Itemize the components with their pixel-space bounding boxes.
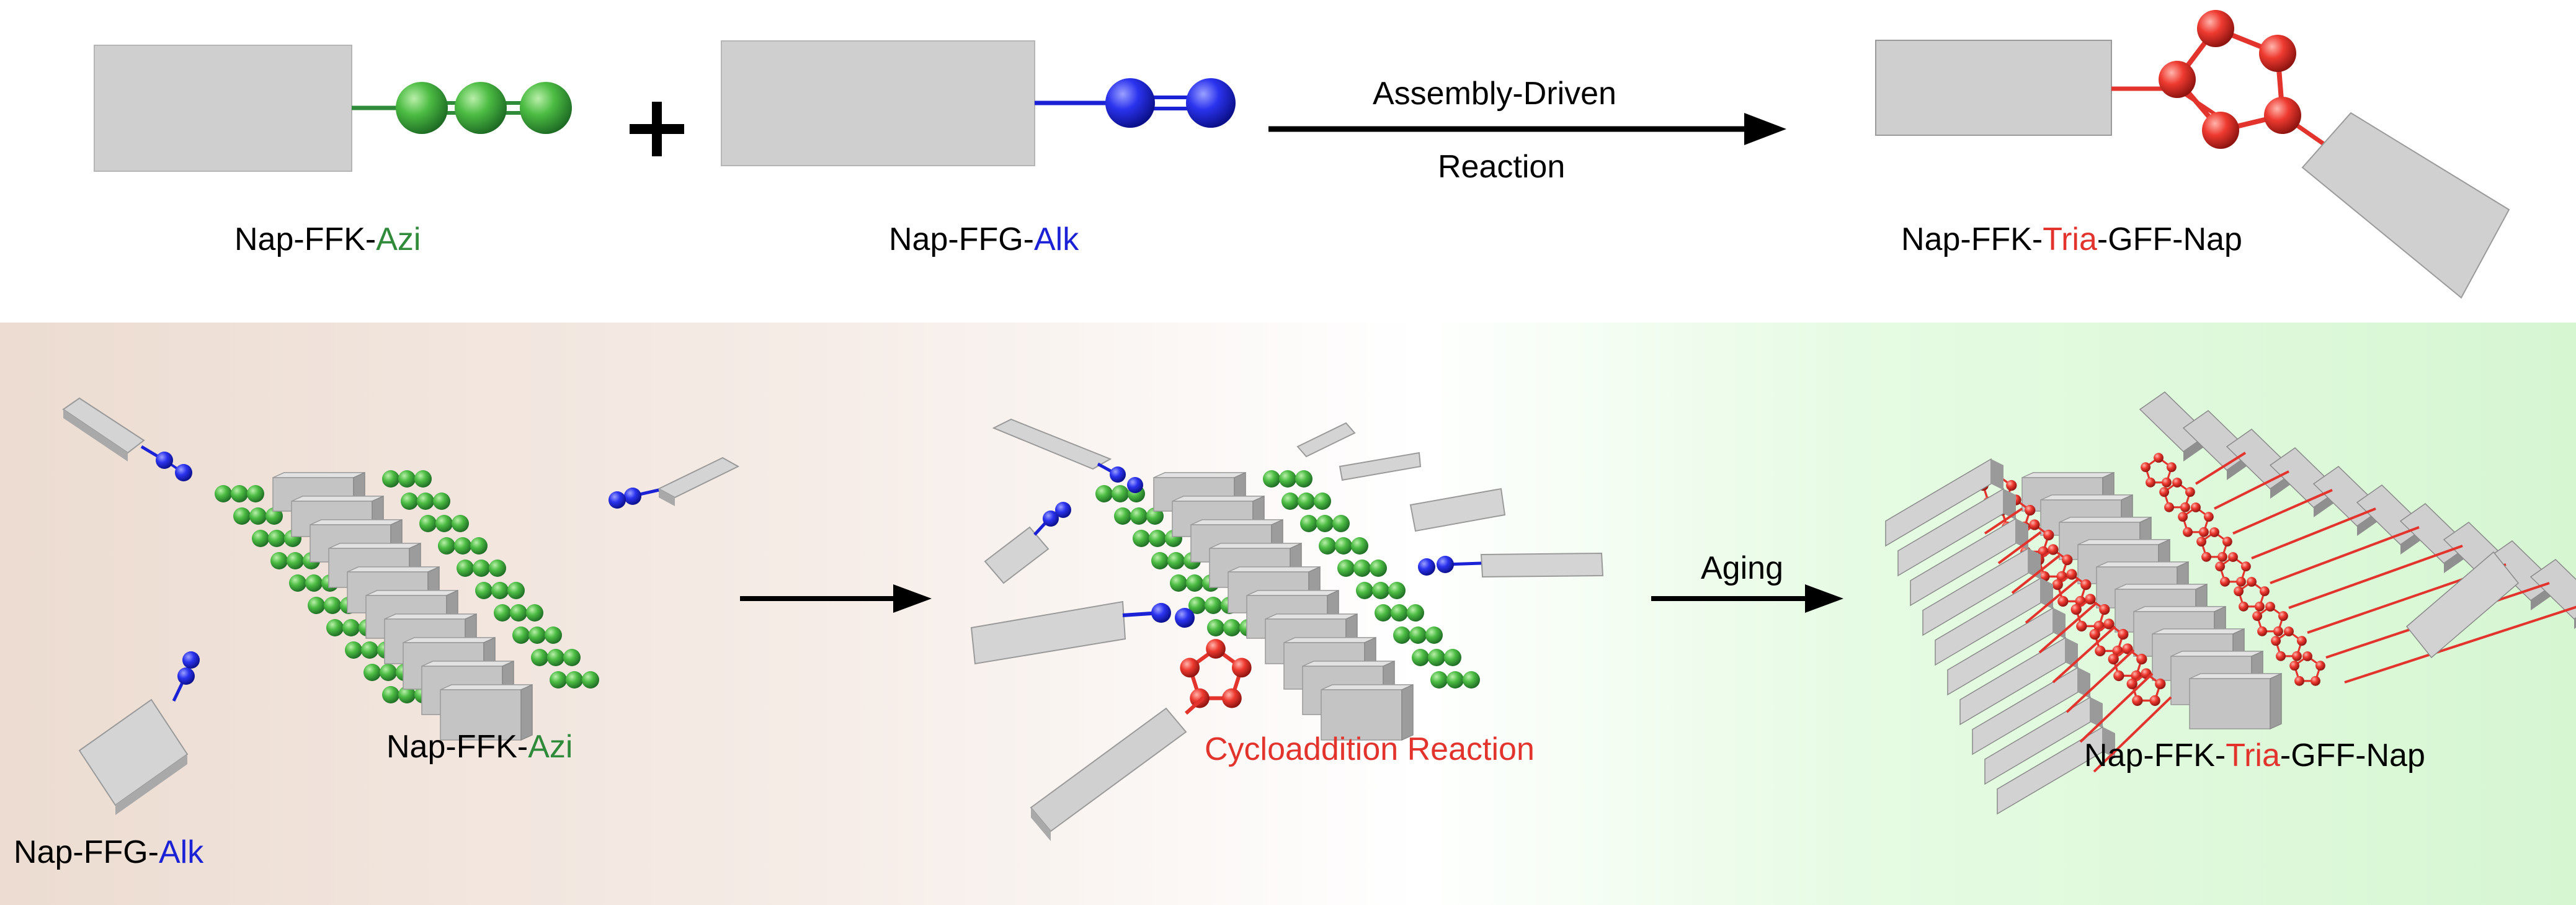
- triazole-atom: [2264, 97, 2301, 134]
- label-cycloaddition: Cycloaddition Reaction: [1205, 731, 1535, 767]
- bottom-arrow: [740, 584, 932, 613]
- free-alkyne-molecule: [608, 457, 740, 509]
- alkyne-atom: [1186, 78, 1236, 128]
- product-molecule: [1875, 10, 2510, 299]
- label-free-alk: Nap-FFG-Alk: [14, 834, 204, 870]
- azide-fiber: [215, 470, 599, 741]
- nap-block: [2301, 112, 2510, 299]
- triazole-atom: [2159, 61, 2196, 98]
- label-nap-ffk-azi: Nap-FFK-Azi: [234, 221, 421, 257]
- middle-free-molecules: [970, 418, 1604, 841]
- reactant-alkyne: [721, 40, 1236, 166]
- label-nap-ffg-alk: Nap-FFG-Alk: [889, 221, 1079, 257]
- arrow-label-reaction: Reaction: [1438, 149, 1566, 185]
- label-product-top: Nap-FFK-Tria-GFF-Nap: [1901, 221, 2242, 257]
- reactant-azide: [94, 45, 572, 172]
- azide-atom: [455, 82, 507, 134]
- free-alkyne-molecule: [62, 397, 192, 481]
- triazole-fiber: [1885, 391, 2576, 815]
- nap-block: [1875, 40, 2112, 136]
- triazole-atom: [2259, 35, 2296, 72]
- label-aging: Aging: [1701, 550, 1783, 586]
- azide-atom: [396, 82, 448, 134]
- reacting-fiber: [1095, 470, 1480, 741]
- label-fiber-azi: Nap-FFK-Azi: [386, 729, 573, 765]
- arrow-label-assembly-driven: Assembly-Driven: [1373, 76, 1616, 112]
- nap-block: [721, 40, 1035, 166]
- assembly-arrow: [1268, 113, 1786, 145]
- plus-sign: [630, 102, 684, 156]
- aging-arrow: [1651, 584, 1843, 613]
- nap-block: [94, 45, 352, 172]
- free-alkyne-molecule: [78, 651, 200, 815]
- label-product-bottom: Nap-FFK-Tria-GFF-Nap: [2084, 738, 2425, 773]
- azide-atom: [520, 82, 572, 134]
- triazole-atom: [2197, 10, 2234, 47]
- triazole-atom: [2202, 112, 2239, 149]
- alkyne-atom: [1105, 78, 1155, 128]
